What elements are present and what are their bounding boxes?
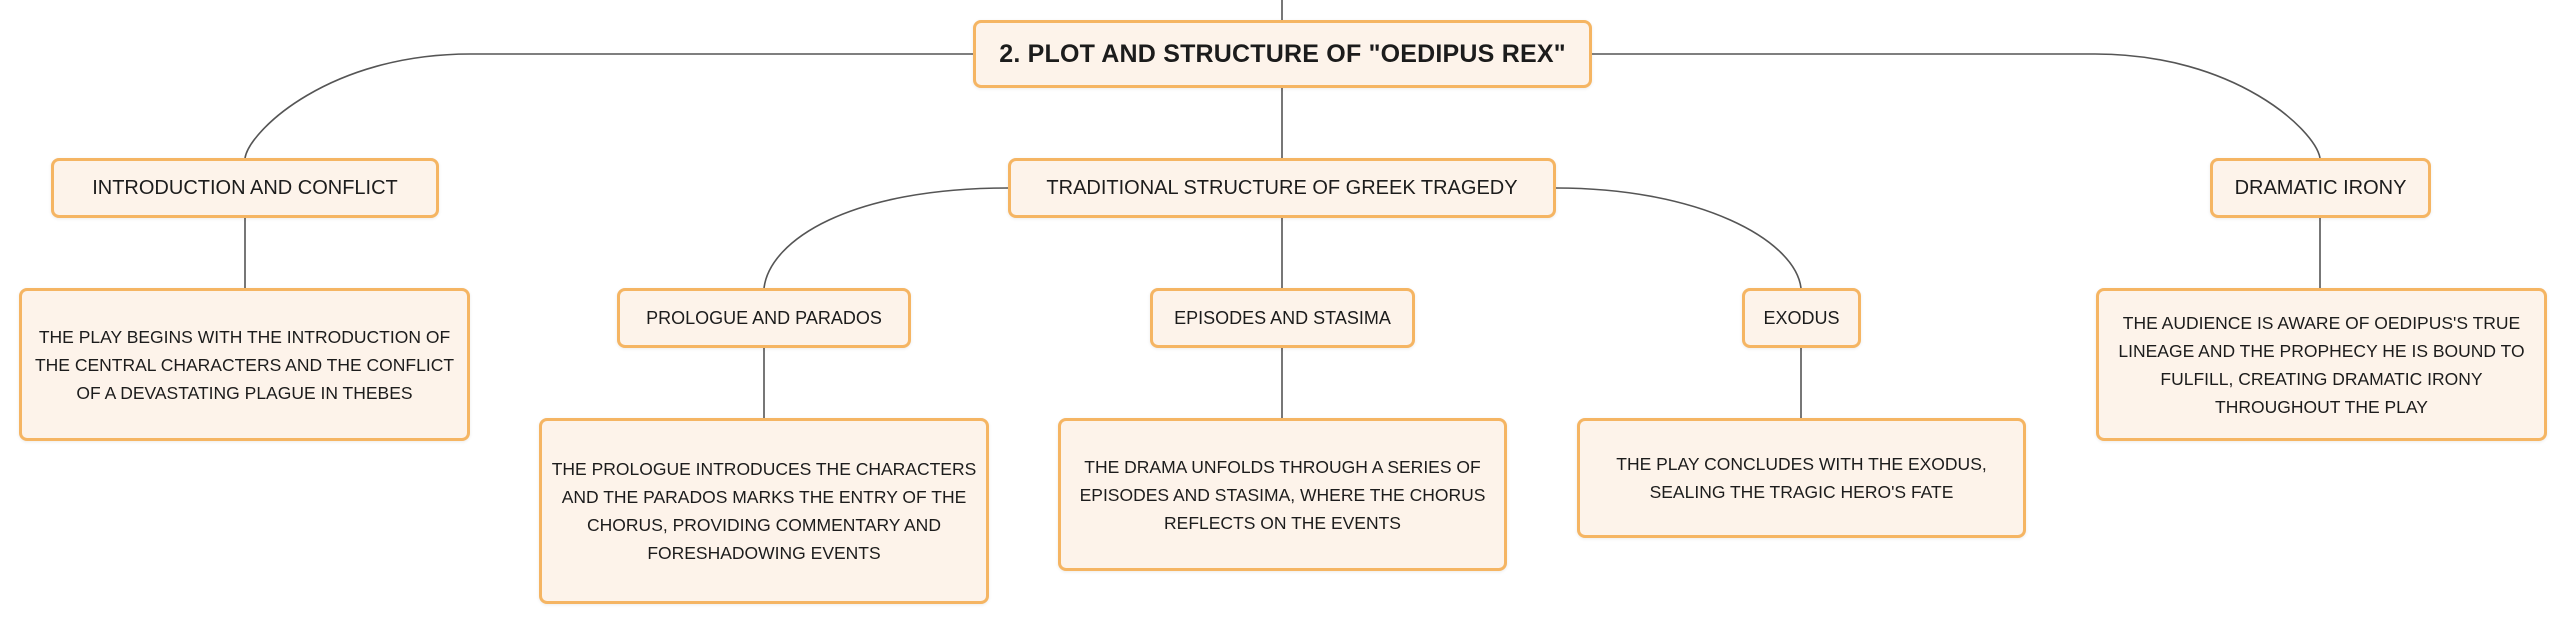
subtopic-episodes-and-stasima[interactable]: EPISODES AND STASIMA <box>1150 288 1415 348</box>
topic-dramatic-irony[interactable]: DRAMATIC IRONY <box>2210 158 2431 218</box>
edge-root-introduction <box>244 53 973 159</box>
description-episodes[interactable]: THE DRAMA UNFOLDS THROUGH A SERIES OF EP… <box>1058 418 1507 571</box>
root-title: 2. PLOT AND STRUCTURE OF "OEDIPUS REX" <box>999 39 1566 68</box>
subtopic-exodus[interactable]: EXODUS <box>1742 288 1861 348</box>
edge-structure-prologue <box>763 187 1009 289</box>
root-node[interactable]: 2. PLOT AND STRUCTURE OF "OEDIPUS REX" <box>973 20 1592 88</box>
description-prologue[interactable]: THE PROLOGUE INTRODUCES THE CHARACTERS A… <box>539 418 989 604</box>
edge-root-irony <box>1592 53 2321 159</box>
subtopic-title: EPISODES AND STASIMA <box>1174 307 1391 328</box>
description-text: THE PLAY CONCLUDES WITH THE EXODUS, SEAL… <box>1616 454 1987 502</box>
topic-title: DRAMATIC IRONY <box>2234 176 2407 199</box>
subtopic-prologue-and-parados[interactable]: PROLOGUE AND PARADOS <box>617 288 911 348</box>
subtopic-title: PROLOGUE AND PARADOS <box>646 307 882 328</box>
description-text: THE AUDIENCE IS AWARE OF OEDIPUS'S TRUE … <box>2118 312 2525 417</box>
edge-structure-exodus <box>1555 187 1802 289</box>
description-text: THE PLAY BEGINS WITH THE INTRODUCTION OF… <box>34 326 455 403</box>
subtopic-title: EXODUS <box>1763 307 1840 328</box>
topic-introduction-and-conflict[interactable]: INTRODUCTION AND CONFLICT <box>51 158 439 218</box>
description-irony[interactable]: THE AUDIENCE IS AWARE OF OEDIPUS'S TRUE … <box>2096 288 2547 441</box>
topic-title: INTRODUCTION AND CONFLICT <box>92 176 398 199</box>
topic-title: TRADITIONAL STRUCTURE OF GREEK TRAGEDY <box>1046 176 1518 199</box>
description-text: THE DRAMA UNFOLDS THROUGH A SERIES OF EP… <box>1079 456 1486 533</box>
topic-traditional-structure[interactable]: TRADITIONAL STRUCTURE OF GREEK TRAGEDY <box>1008 158 1556 218</box>
description-exodus[interactable]: THE PLAY CONCLUDES WITH THE EXODUS, SEAL… <box>1577 418 2026 538</box>
description-text: THE PROLOGUE INTRODUCES THE CHARACTERS A… <box>551 459 977 563</box>
description-introduction[interactable]: THE PLAY BEGINS WITH THE INTRODUCTION OF… <box>19 288 470 441</box>
